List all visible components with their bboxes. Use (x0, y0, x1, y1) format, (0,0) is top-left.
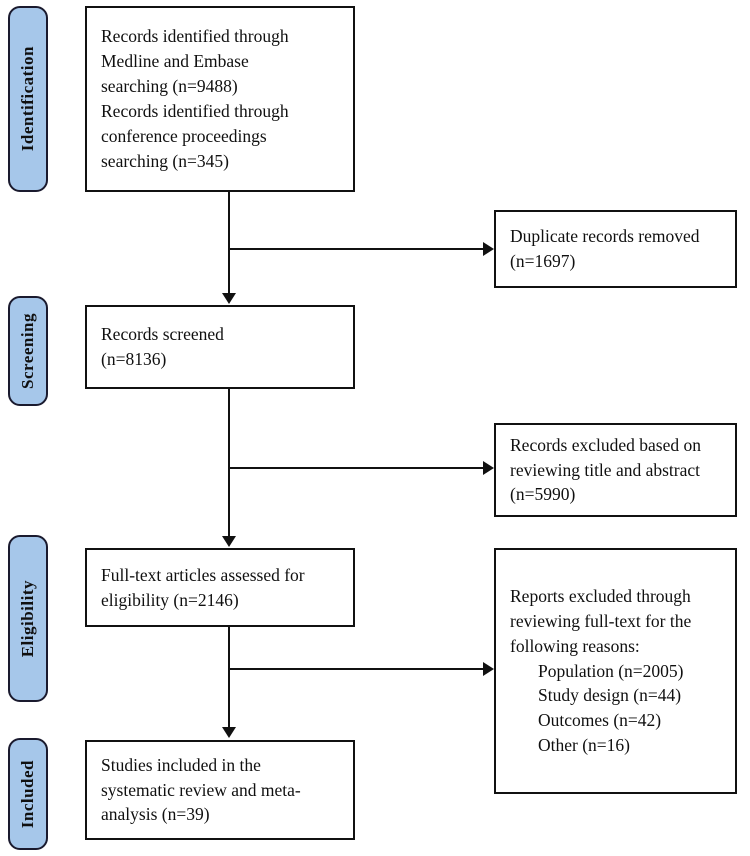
stage-label-included-text: Included (18, 759, 37, 829)
full-text-assessed-box: Full-text articles assessed for eligibil… (85, 548, 355, 627)
identification-box-line-6: searching (n=345) (101, 150, 229, 171)
studies-included-line-1: Studies included in the (101, 754, 261, 775)
connector-to-reports-excluded (228, 668, 484, 670)
stage-label-screening-text: Screening (18, 313, 37, 389)
duplicates-removed-line-2: (n=1697) (510, 251, 576, 271)
identification-box-line-5: conference proceedings (101, 125, 267, 146)
identification-box-line-2: Medline and Embase (101, 51, 249, 72)
identification-box: Records identified through Medline and E… (85, 6, 355, 192)
full-text-assessed-line-1: Full-text articles assessed for (101, 564, 305, 585)
records-screened-line-1: Records screened (101, 324, 224, 345)
reports-excluded-line-3: following reasons: (510, 635, 640, 656)
records-excluded-line-2: reviewing title and abstract (510, 459, 700, 480)
reports-excluded-box: Reports excluded through reviewing full-… (494, 548, 737, 794)
duplicates-removed-box: Duplicate records removed (n=1697) (494, 210, 737, 288)
identification-box-line-3: searching (n=9488) (101, 76, 238, 97)
arrow-to-duplicates-removed (483, 242, 494, 256)
stage-label-identification-text: Identification (18, 46, 37, 152)
duplicates-removed-line-1: Duplicate records removed (510, 226, 700, 247)
reports-excluded-line-1: Reports excluded through (510, 586, 691, 607)
identification-box-line-4: Records identified through (101, 101, 289, 121)
stage-label-screening: Screening (8, 296, 48, 406)
arrow-full-text-to-included (222, 727, 236, 738)
reports-excluded-reason-study-design: Study design (n=44) (538, 685, 682, 706)
arrow-screened-to-full-text (222, 536, 236, 547)
connector-identification-to-screened (228, 192, 230, 294)
full-text-assessed-line-2: eligibility (n=2146) (101, 589, 239, 610)
arrow-identification-to-screened (222, 293, 236, 304)
connector-screened-to-full-text (228, 389, 230, 537)
studies-included-line-2: systematic review and meta- (101, 779, 301, 800)
connector-to-records-excluded (228, 467, 484, 469)
stage-label-eligibility-text: Eligibility (18, 579, 37, 658)
arrow-to-records-excluded (483, 461, 494, 475)
arrow-to-reports-excluded (483, 662, 494, 676)
stage-label-identification: Identification (8, 6, 48, 192)
reports-excluded-reason-other: Other (n=16) (538, 735, 630, 756)
studies-included-line-3: analysis (n=39) (101, 804, 210, 825)
identification-box-line-1: Records identified through (101, 26, 289, 47)
reports-excluded-reason-outcomes: Outcomes (n=42) (538, 710, 662, 731)
connector-full-text-to-included (228, 627, 230, 728)
records-screened-box: Records screened (n=8136) (85, 305, 355, 389)
records-excluded-line-1: Records excluded based on (510, 434, 701, 455)
records-excluded-box: Records excluded based on reviewing titl… (494, 423, 737, 517)
stage-label-included: Included (8, 738, 48, 850)
records-excluded-line-3: (n=5990) (510, 484, 576, 505)
stage-label-eligibility: Eligibility (8, 535, 48, 702)
reports-excluded-line-2: reviewing full-text for the (510, 610, 692, 631)
connector-to-duplicates-removed (228, 248, 484, 250)
records-screened-line-2: (n=8136) (101, 349, 167, 369)
reports-excluded-reason-population: Population (n=2005) (538, 660, 684, 681)
studies-included-box: Studies included in the systematic revie… (85, 740, 355, 840)
